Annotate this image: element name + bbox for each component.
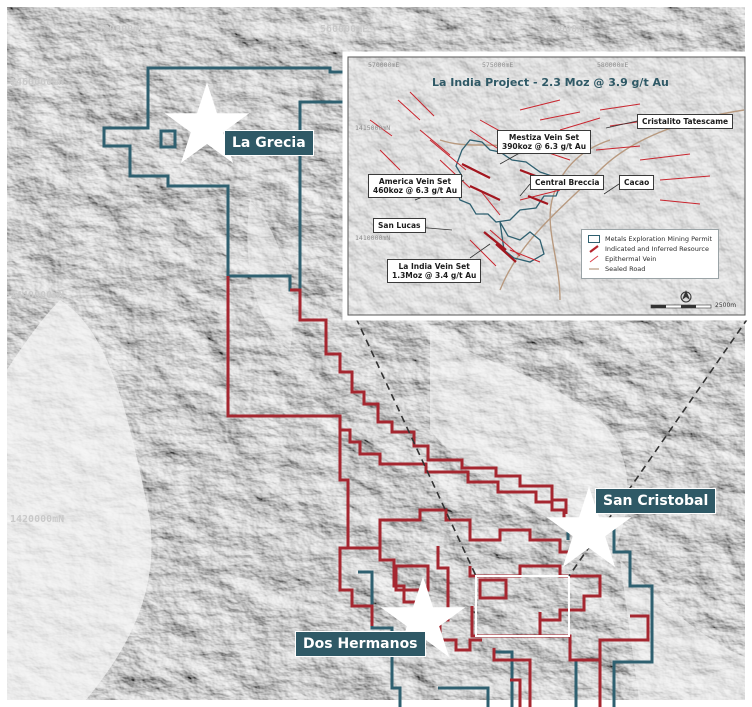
legend-swatch-vein bbox=[589, 255, 599, 263]
legend-label-permit: Metals Exploration Mining Permit bbox=[605, 235, 713, 243]
permit-dos-hermanos-west bbox=[358, 570, 402, 707]
legend-item-permit: Metals Exploration Mining Permit bbox=[588, 234, 712, 244]
legend-label-resource: Indicated and Inferred Resource bbox=[605, 245, 709, 253]
star-san-cristobal bbox=[546, 486, 632, 568]
inset-title: La India Project - 2.3 Moz @ 3.9 g/t Au bbox=[432, 76, 669, 89]
grid-northing-3: 1420000mN bbox=[10, 514, 65, 525]
grid-easting-3: 580000mE bbox=[541, 24, 590, 35]
inset-extent-box bbox=[475, 575, 570, 637]
resource-west-edge bbox=[226, 276, 566, 520]
inset-grid-easting-1: 570000mE bbox=[368, 61, 400, 69]
legend-swatch-permit bbox=[588, 235, 600, 243]
inset-grid-northing-1: 1415000mN bbox=[355, 124, 391, 132]
permit-la-grecia-inner bbox=[159, 129, 177, 149]
legend-swatch-road bbox=[589, 268, 599, 270]
legend-label-vein: Epithermal Vein bbox=[605, 255, 657, 263]
inset-grid-easting-3: 580000mE bbox=[597, 61, 629, 69]
inset-scale-bar bbox=[650, 304, 712, 309]
inset-grid-easting-2: 575000mE bbox=[482, 61, 514, 69]
legend-item-resource: Indicated and Inferred Resource bbox=[588, 244, 712, 254]
inset-label-la-india-vein-set: La India Vein Set 1.3Moz @ 3.4 g/t Au bbox=[387, 259, 482, 283]
grid-northing-2: 1440000mN bbox=[10, 290, 65, 301]
label-la-grecia: La Grecia bbox=[224, 130, 314, 156]
grid-northing-1: 1460000mN bbox=[10, 77, 65, 88]
inset-label-san-lucas: San Lucas bbox=[373, 218, 426, 233]
star-la-grecia bbox=[164, 82, 250, 164]
inset-label-america-vein-set: America Vein Set 460koz @ 6.3 g/t Au bbox=[368, 174, 463, 198]
inset-scale-label: 2500m bbox=[715, 302, 737, 309]
inset-label-mestiza-vein-set: Mestiza Vein Set 390koz @ 6.3 g/t Au bbox=[497, 130, 592, 154]
legend-item-vein: Epithermal Vein bbox=[588, 254, 712, 264]
inset-legend: Metals Exploration Mining Permit Indicat… bbox=[581, 229, 720, 279]
grid-easting-1: 540000mE bbox=[97, 24, 146, 35]
inset-label-cacao: Cacao bbox=[619, 175, 655, 190]
grid-easting-2: 560000mE bbox=[320, 24, 369, 35]
resource-east-edge bbox=[290, 288, 568, 514]
inset-grid-northing-2: 1410000mN bbox=[355, 234, 391, 242]
legend-item-road: Sealed Road bbox=[588, 264, 712, 274]
star-dos-hermanos bbox=[380, 576, 466, 658]
inset-label-cristalito-tatescame: Cristalito Tatescame bbox=[637, 114, 734, 129]
label-dos-hermanos: Dos Hermanos bbox=[295, 631, 426, 657]
project-stars bbox=[164, 82, 632, 658]
inset-north-arrow bbox=[680, 290, 692, 303]
inset-label-central-breccia: Central Breccia bbox=[530, 175, 605, 190]
label-san-cristobal: San Cristobal bbox=[595, 488, 717, 514]
legend-swatch-resource bbox=[589, 245, 599, 253]
legend-label-road: Sealed Road bbox=[605, 265, 646, 273]
